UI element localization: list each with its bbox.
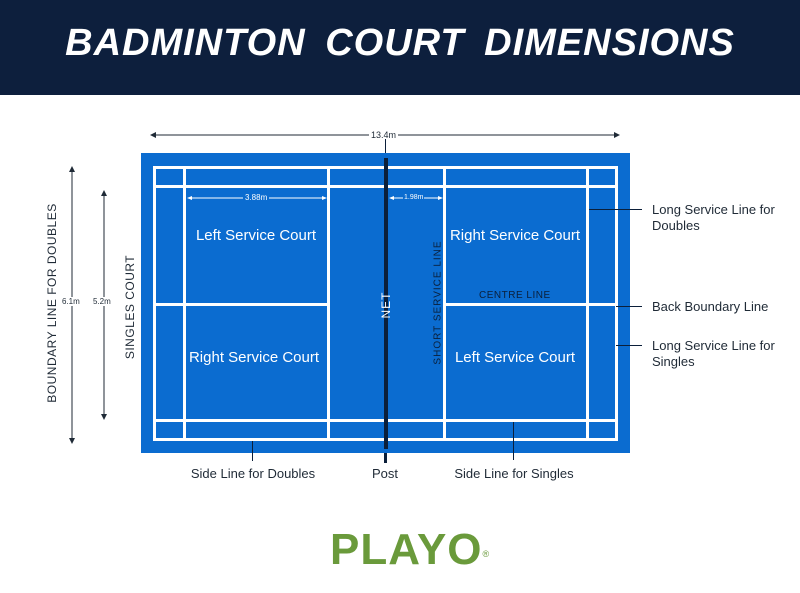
registered-mark: ®	[482, 549, 491, 559]
short-service-distance-label: 1.98m	[403, 194, 425, 201]
post-leader	[384, 453, 387, 463]
post-callout: Post	[371, 466, 398, 481]
playo-logo: PLAYO®	[330, 528, 490, 572]
long-service-doubles-callout: Long Service Line for Doubles	[652, 202, 775, 233]
centre-tick	[385, 139, 386, 153]
total-length-label: 13.4m	[369, 130, 399, 140]
service-court-length-label: 3.88m	[243, 193, 270, 202]
net-label: NET	[379, 291, 393, 319]
net	[384, 158, 388, 449]
side-line-doubles-callout: Side Line for Doubles	[190, 466, 316, 481]
badminton-court: Left Service Court Right Service Court R…	[141, 153, 630, 453]
singles-width-label: 5.2m	[91, 297, 113, 306]
singles-court-label: SINGLES COURT	[123, 254, 137, 360]
right-service-court-label-top: Right Service Court	[449, 227, 581, 244]
boundary-doubles-label: BOUNDARY LINE FOR DOUBLES	[45, 203, 59, 403]
right-centre-line	[443, 303, 618, 306]
logo-text: PLAYO	[330, 525, 483, 574]
header-banner: BADMINTON COURT DIMENSIONS	[0, 0, 800, 95]
side-line-doubles-leader	[252, 441, 253, 461]
left-service-court-label-bottom: Left Service Court	[454, 349, 576, 366]
side-line-singles-leader	[513, 422, 514, 460]
centre-line-label: CENTRE LINE	[477, 290, 553, 301]
long-service-doubles-leader	[589, 209, 642, 210]
back-boundary-callout: Back Boundary Line	[652, 299, 769, 314]
left-service-court-label-top: Left Service Court	[195, 227, 317, 244]
short-service-line-label: SHORT SERVICE LINE	[432, 240, 444, 365]
back-boundary-leader	[616, 306, 642, 307]
side-line-singles-callout: Side Line for Singles	[454, 466, 574, 481]
right-service-court-label-bottom: Right Service Court	[188, 349, 320, 366]
long-service-singles-leader	[616, 345, 642, 346]
long-service-singles-callout: Long Service Line for Singles	[652, 338, 775, 369]
page-title: BADMINTON COURT DIMENSIONS	[65, 22, 735, 64]
doubles-width-label: 6.1m	[60, 297, 82, 306]
left-centre-line	[153, 303, 330, 306]
